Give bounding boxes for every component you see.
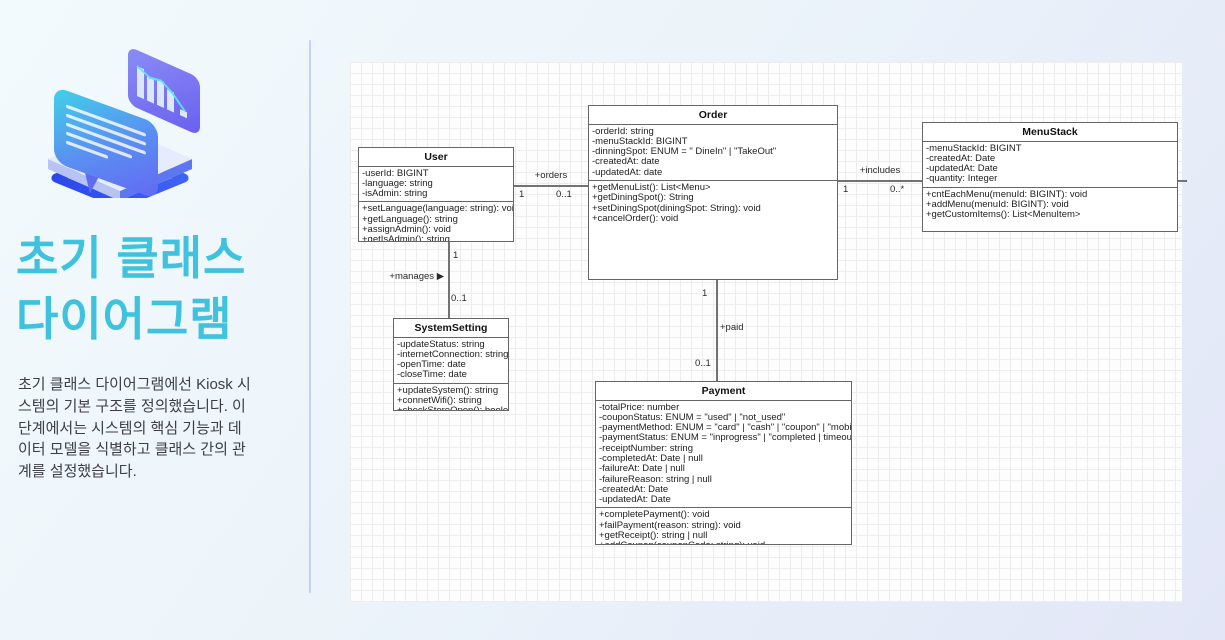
relation-line-user-systemsetting bbox=[448, 242, 450, 318]
class-attribute: -failureAt: Date | null bbox=[599, 463, 685, 475]
bar-chart-icon bbox=[128, 49, 200, 133]
class-attributes: -totalPrice: number-couponStatus: ENUM =… bbox=[596, 401, 851, 509]
relation-label-includes: +includes bbox=[859, 165, 901, 176]
class-attribute: -failureReason: string | null bbox=[599, 473, 712, 485]
class-attribute: -paymentStatus: ENUM = "inprogress" | "c… bbox=[599, 432, 851, 444]
class-attribute: -completedAt: Date | null bbox=[599, 452, 703, 464]
class-attribute: -language: string bbox=[362, 177, 433, 189]
vertical-divider bbox=[309, 40, 311, 593]
multiplicity-manages-to: 0..1 bbox=[451, 293, 467, 304]
class-methods: +setLanguage(language: string): void+get… bbox=[359, 202, 513, 241]
class-name: Payment bbox=[596, 382, 851, 401]
class-attribute: -paymentMethod: ENUM = "card" | "cash" |… bbox=[599, 422, 851, 434]
class-method: +setLanguage(language: string): void bbox=[362, 203, 513, 215]
class-method: +connetWifi(): string bbox=[397, 394, 482, 406]
class-method: +cntEachMenu(menuId: BIGINT): void bbox=[926, 188, 1088, 200]
class-attribute: -receiptNumber: string bbox=[599, 442, 693, 454]
class-attribute: -menuStackId: BIGINT bbox=[926, 142, 1022, 154]
class-method: +setDiningSpot(diningSpot: String): void bbox=[592, 202, 761, 214]
multiplicity-paid-to: 0..1 bbox=[695, 358, 711, 369]
class-attributes: -userId: BIGINT-language: string-isAdmin… bbox=[359, 167, 513, 203]
class-method: +completePayment(): void bbox=[599, 509, 710, 521]
class-attribute: -updatedAt: Date bbox=[926, 163, 998, 175]
multiplicity-orders-from: 1 bbox=[519, 189, 525, 200]
class-methods: +completePayment(): void+failPayment(rea… bbox=[596, 508, 851, 544]
class-method: +assignAdmin(): void bbox=[362, 223, 451, 235]
class-attribute: -totalPrice: number bbox=[599, 401, 680, 413]
class-attribute: -closeTime: date bbox=[397, 369, 467, 381]
multiplicity-manages-from: 1 bbox=[453, 250, 459, 261]
multiplicity-includes-from: 1 bbox=[843, 184, 849, 195]
speech-bubble-icon bbox=[54, 89, 158, 196]
multiplicity-paid-from: 1 bbox=[702, 288, 708, 299]
class-box-user: User -userId: BIGINT-language: string-is… bbox=[358, 147, 514, 242]
class-attribute: -createdAt: Date bbox=[599, 483, 669, 495]
class-attribute: -couponStatus: ENUM = "used" | "not_used… bbox=[599, 411, 786, 423]
class-attribute: -updateStatus: string bbox=[397, 338, 485, 350]
class-attribute: -isAdmin: string bbox=[362, 188, 428, 200]
class-attribute: -menuStackId: BIGINT bbox=[592, 135, 688, 147]
kiosk-illustration-icon bbox=[48, 49, 200, 198]
class-attribute: -dinningSpot: ENUM = " DineIn" | "TakeOu… bbox=[592, 146, 777, 158]
class-method: +getCustomItems(): List<MenuItem> bbox=[926, 209, 1081, 221]
class-attribute: -createdAt: date bbox=[592, 156, 660, 168]
class-methods: +cntEachMenu(menuId: BIGINT): void+addMe… bbox=[923, 188, 1177, 231]
page-description: 초기 클래스 다이어그램에선 Kiosk 시스템의 기본 구조를 정의했습니다.… bbox=[18, 376, 251, 481]
relation-line-menustack-stub bbox=[1178, 180, 1187, 182]
class-attribute: -userId: BIGINT bbox=[362, 167, 429, 179]
class-method: +getReceipt(): string | null bbox=[599, 530, 708, 542]
page-title-line2: 다이어그램 bbox=[16, 293, 233, 345]
multiplicity-includes-to: 0..* bbox=[890, 184, 905, 195]
sidebar: 초기 클래스 다이어그램 초기 클래스 다이어그램에선 Kiosk 시스템의 기… bbox=[0, 0, 309, 640]
relation-line-order-menustack bbox=[838, 180, 922, 182]
class-methods: +getMenuList(): List<Menu>+getDiningSpot… bbox=[589, 181, 837, 279]
class-attributes: -orderId: string-menuStackId: BIGINT-din… bbox=[589, 125, 837, 181]
page-title-line1: 초기 클래스 bbox=[16, 232, 247, 284]
class-name: SystemSetting bbox=[394, 319, 508, 338]
relation-label-manages: +manages ▶ bbox=[389, 271, 444, 282]
class-name: Order bbox=[589, 106, 837, 125]
class-attributes: -menuStackId: BIGINT-createdAt: Date-upd… bbox=[923, 142, 1177, 188]
class-attribute: -internetConnection: string bbox=[397, 348, 508, 360]
class-attribute: -orderId: string bbox=[592, 125, 654, 137]
class-attribute: -createdAt: Date bbox=[926, 152, 996, 164]
class-attribute: -openTime: date bbox=[397, 359, 466, 371]
class-diagram-canvas: User -userId: BIGINT-language: string-is… bbox=[350, 62, 1187, 602]
relation-line-order-payment bbox=[716, 280, 718, 381]
class-method: +getLanguage(): string bbox=[362, 213, 458, 225]
class-box-order: Order -orderId: string-menuStackId: BIGI… bbox=[588, 105, 838, 280]
class-attribute: -quantity: Integer bbox=[926, 173, 998, 185]
class-method: +checkStoreOpen(): boolean bbox=[397, 405, 508, 410]
class-box-payment: Payment -totalPrice: number-couponStatus… bbox=[595, 381, 852, 545]
class-method: +getIsAdmin(): string bbox=[362, 234, 450, 241]
class-box-systemsetting: SystemSetting -updateStatus: string-inte… bbox=[393, 318, 509, 411]
relation-line-user-order bbox=[514, 185, 588, 187]
relation-label-orders: +orders bbox=[534, 170, 568, 181]
class-methods: +updateSystem(): string+connetWifi(): st… bbox=[394, 384, 508, 410]
class-method: +getMenuList(): List<Menu> bbox=[592, 181, 711, 193]
class-method: +updateSystem(): string bbox=[397, 384, 499, 396]
class-method: +addCoupon(couponCode: string): void bbox=[599, 541, 848, 544]
page-title: 초기 클래스 다이어그램 bbox=[16, 228, 246, 350]
class-method: +cancelOrder(): void bbox=[592, 212, 679, 224]
class-box-menustack: MenuStack -menuStackId: BIGINT-createdAt… bbox=[922, 122, 1178, 232]
class-method: +addMenu(menuId: BIGINT): void bbox=[926, 198, 1069, 210]
class-name: MenuStack bbox=[923, 123, 1177, 142]
class-attribute: -updatedAt: Date bbox=[599, 494, 671, 506]
class-attributes: -updateStatus: string-internetConnection… bbox=[394, 338, 508, 384]
class-method: +getDiningSpot(): String bbox=[592, 192, 694, 204]
multiplicity-orders-to: 0..1 bbox=[556, 189, 572, 200]
class-name: User bbox=[359, 148, 513, 167]
relation-label-paid: +paid bbox=[720, 322, 744, 333]
class-attribute: -updatedAt: date bbox=[592, 166, 663, 178]
class-method: +failPayment(reason: string): void bbox=[599, 519, 741, 531]
